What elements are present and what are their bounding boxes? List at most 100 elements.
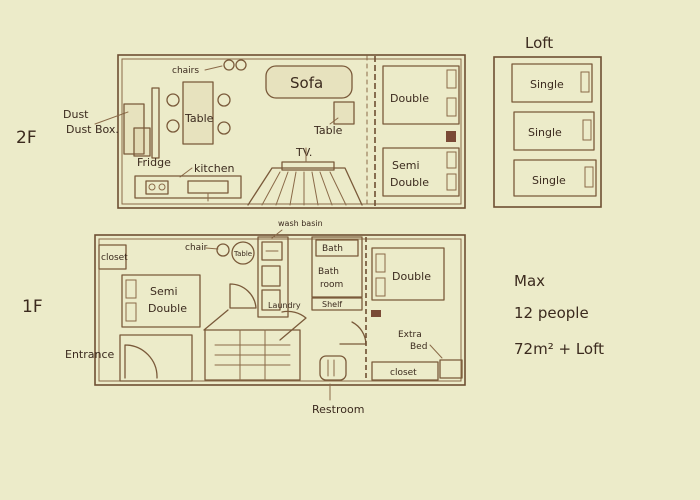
double-bed <box>382 65 460 125</box>
extra-bed-leader <box>429 344 443 359</box>
kitchen-counter <box>134 175 242 199</box>
wash-area <box>257 236 289 318</box>
semi-double-1f-label-1: Semi <box>150 285 178 298</box>
floor-1f: 1F closet chair Table Semi Double Entran… <box>22 219 466 416</box>
chair-icon <box>235 59 247 71</box>
bathtub <box>315 239 359 257</box>
chair-leader <box>205 247 219 250</box>
chair-icon <box>166 93 180 107</box>
chair-icon <box>217 93 231 107</box>
floor-2f-outline <box>117 54 466 209</box>
chairs-leader <box>204 65 223 71</box>
closet-right <box>371 361 439 381</box>
loft-bed-3 <box>513 159 597 197</box>
closet-left <box>98 244 127 270</box>
pillow <box>446 173 457 191</box>
sofa <box>265 65 353 99</box>
loft-bed-2-label: Single <box>528 126 562 139</box>
dust-box-leader <box>94 111 129 125</box>
door-leaf <box>203 309 229 331</box>
dining-table-label: Table <box>184 112 214 125</box>
note-people: 12 people <box>514 304 589 322</box>
pillow <box>584 166 594 188</box>
kitchen-label: kitchen <box>194 162 235 175</box>
bath-room-label-2: room <box>320 280 343 290</box>
pillow <box>125 279 137 299</box>
tv-stand <box>281 161 335 171</box>
wall-shelf <box>151 87 160 159</box>
shelf <box>311 297 363 311</box>
entrance-label: Entrance <box>65 348 115 361</box>
dust-box-label-1: Dust <box>63 108 89 121</box>
hatched-block <box>446 131 456 142</box>
chair-label: chair <box>185 243 208 253</box>
semi-double-1f-label-2: Double <box>148 302 187 315</box>
tv-label: TV. <box>295 146 312 159</box>
extra-bed-label-2: Bed <box>410 342 427 352</box>
sofa-label: Sofa <box>290 74 323 92</box>
chairs-label: chairs <box>172 66 199 76</box>
bath-room <box>311 236 363 298</box>
side-table <box>333 101 355 125</box>
extra-bed <box>439 359 463 379</box>
restroom-label: Restroom <box>312 403 364 416</box>
capacity-notes: Max 12 people 72m² + Loft <box>514 272 604 358</box>
bath-room-label-1: Bath <box>318 267 339 277</box>
pillow <box>446 97 457 117</box>
loft-outline <box>493 56 602 208</box>
sink <box>187 180 229 194</box>
fridge <box>133 127 151 157</box>
table-label: Table <box>233 250 252 258</box>
floor-1f-outline <box>94 234 466 386</box>
pillow <box>446 151 457 169</box>
chair-icon <box>166 119 180 133</box>
floor-2f-label: 2F <box>16 128 37 148</box>
stair-treads <box>261 171 347 206</box>
pillow <box>375 277 386 297</box>
pillow <box>582 119 592 141</box>
pillow <box>580 71 590 93</box>
loft-bed-1-label: Single <box>530 78 564 91</box>
chair-icon <box>217 121 231 135</box>
loft-bed-3-label: Single <box>532 174 566 187</box>
floor-2f-inner-wall <box>121 58 462 205</box>
round-table <box>231 241 255 265</box>
fridge-label: Fridge <box>137 156 171 169</box>
double-1f-label: Double <box>392 270 431 283</box>
washing-machine <box>261 265 281 287</box>
bath-label: Bath <box>322 244 343 254</box>
toilet <box>319 355 347 381</box>
wash-basin-label: wash basin <box>278 219 323 228</box>
burner-icon <box>158 183 166 191</box>
floor-1f-inner-wall <box>98 238 462 382</box>
chair-icon <box>223 59 235 71</box>
semi-double-label-1: Semi <box>392 159 420 172</box>
stairs-outline <box>247 167 363 206</box>
extra-bed-label-1: Extra <box>398 330 422 340</box>
semi-double-bed <box>382 147 460 197</box>
semi-double-label-2: Double <box>390 176 429 189</box>
dining-table <box>182 81 214 145</box>
pillow <box>375 253 386 273</box>
entrance-area <box>119 334 193 382</box>
note-max: Max <box>514 272 545 290</box>
dryer <box>261 289 281 311</box>
wash-basin <box>261 241 283 261</box>
closet-right-label: closet <box>390 368 417 378</box>
stairs-1f <box>204 329 301 381</box>
laundry-label: Laundry <box>268 301 301 310</box>
hatched-block <box>371 310 381 317</box>
semi-double-bed-1f <box>121 274 201 328</box>
loft-bed-1 <box>511 63 593 103</box>
pillow <box>446 69 457 89</box>
loft-label: Loft <box>525 34 553 52</box>
stove <box>145 180 169 195</box>
dust-box-label: Dust Box. <box>66 123 119 136</box>
shelf-label: Shelf <box>322 300 342 309</box>
side-table-label: Table <box>313 124 343 137</box>
door-swing <box>279 310 307 341</box>
burner-icon <box>148 183 156 191</box>
closet-left-label: closet <box>101 253 128 263</box>
